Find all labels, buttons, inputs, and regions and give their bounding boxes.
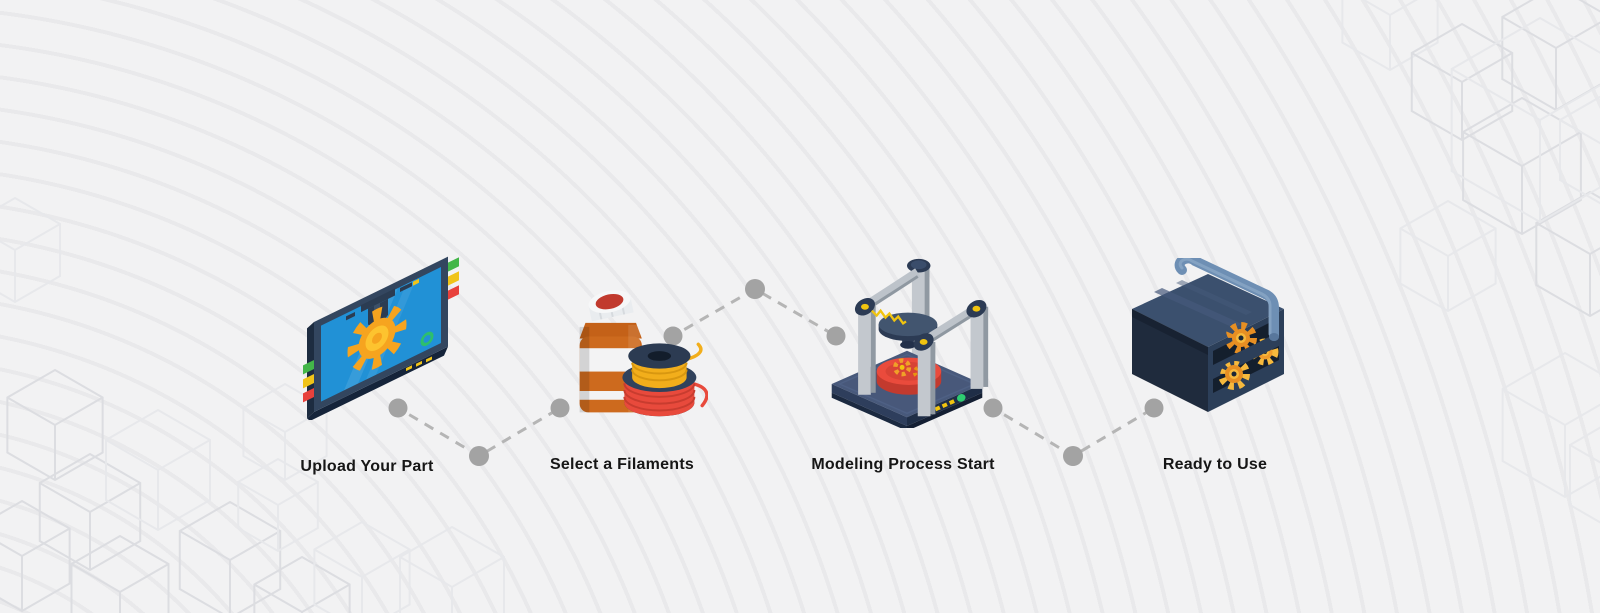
bottle-cap [588, 290, 634, 322]
printer-right-pillar [970, 306, 989, 389]
cube-wireframe [1341, 0, 1439, 72]
cap-red-seal [595, 293, 624, 310]
printer-indicator-lights [934, 394, 966, 412]
filament-spool-icon [579, 290, 708, 417]
gear-icon [347, 305, 407, 372]
cube-wireframe [1410, 22, 1514, 142]
step-label: Modeling Process Start [811, 456, 995, 473]
cube-wireframe [1462, 96, 1582, 236]
power-led-icon [420, 331, 434, 347]
step-modeling-process-start: Modeling Process Start [753, 252, 1053, 474]
cube-wireframe [38, 452, 142, 572]
printer-left-pillar [858, 304, 876, 395]
cube-wireframe [1450, 16, 1600, 224]
filament-spring [870, 308, 907, 325]
printer-lower-beam [913, 299, 987, 351]
box-handle [1174, 258, 1279, 341]
printer-upper-beam [854, 268, 921, 316]
step-label: Select a Filaments [549, 456, 695, 473]
cube-wireframe [313, 520, 411, 613]
step-label: Ready to Use [1162, 456, 1268, 473]
cube-wireframe [1399, 199, 1497, 313]
cube-wireframe [0, 196, 62, 304]
upload-monitor-icon [303, 256, 459, 420]
box-left-face [1132, 309, 1208, 412]
cube-wireframe [178, 500, 282, 613]
cube-wireframe [0, 499, 71, 613]
filament-spool [622, 342, 708, 417]
cube-wireframe [1535, 190, 1600, 318]
cube-wireframe [1501, 351, 1600, 499]
cube-wireframe [1501, 0, 1600, 112]
frame-ticks [406, 356, 432, 372]
printer-front-pillar [917, 341, 936, 417]
step-upload-your-part: Upload Your Part [217, 254, 517, 476]
cube-wireframe [6, 368, 104, 482]
cube-wireframe [1559, 95, 1600, 205]
step-select-a-filaments: Select a Filaments [472, 282, 772, 474]
monitor-bottom-edge [307, 346, 448, 420]
step-ready-to-use: Ready to Use [1065, 258, 1365, 474]
green-indicator-led [956, 394, 966, 402]
monitor-tabs [303, 256, 459, 404]
cube-wireframe [399, 525, 505, 613]
step-label: Upload Your Part [300, 458, 434, 475]
ready-box-icon [1132, 258, 1284, 412]
spool-hole [647, 351, 672, 361]
cube-wireframe [105, 408, 211, 532]
cube-wireframe [70, 534, 170, 613]
cube-wireframe [253, 555, 351, 613]
cube-wireframe [1569, 426, 1600, 524]
3d-printer-icon [831, 258, 989, 428]
